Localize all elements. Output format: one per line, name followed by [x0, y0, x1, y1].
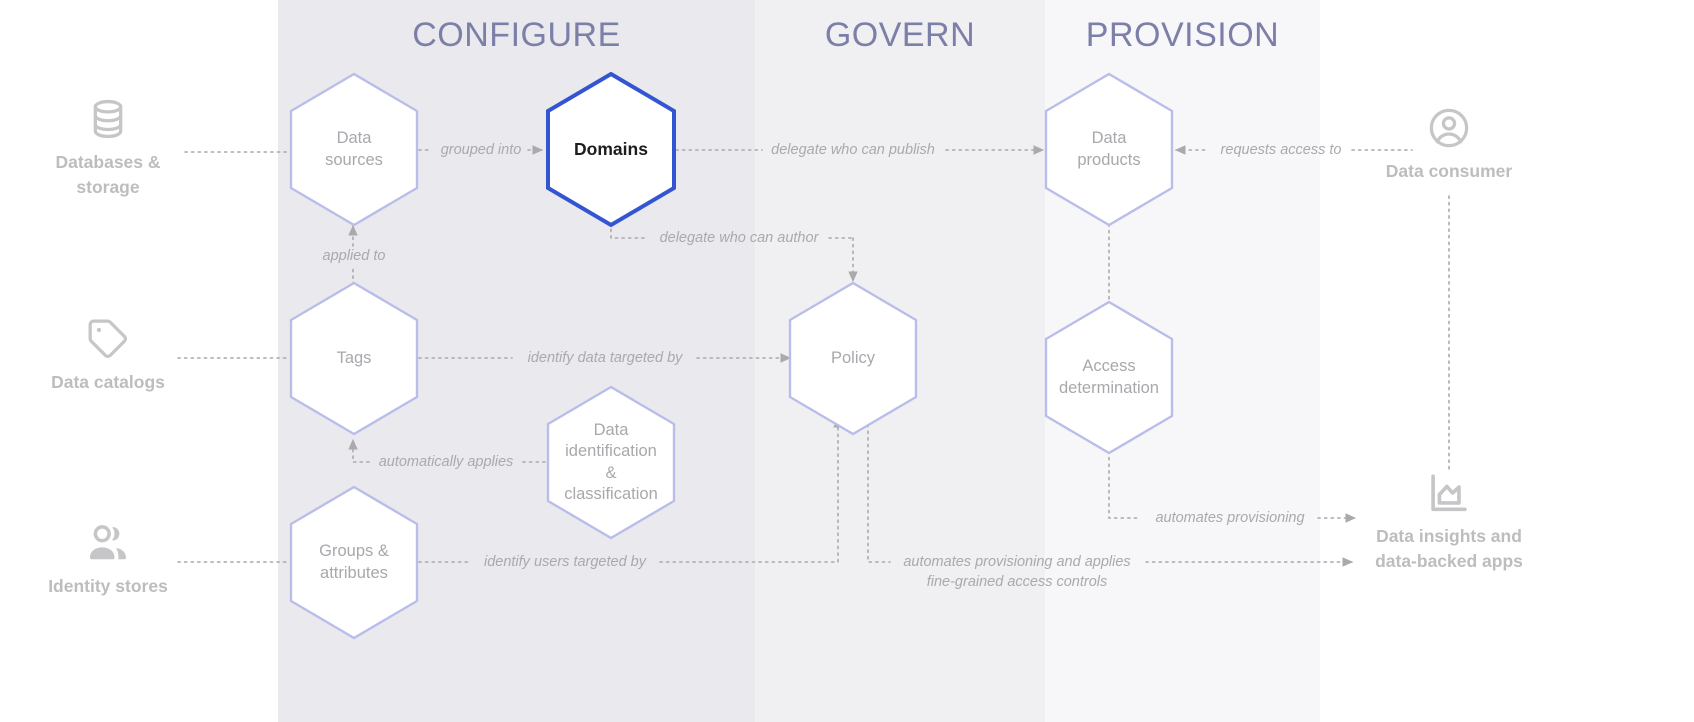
edge-label-delegate-publish: delegate who can publish: [771, 142, 935, 158]
node-label: Groups & attributes: [319, 542, 389, 582]
node-data-sources[interactable]: Data sources: [289, 72, 419, 227]
edge-label-grouped-into: grouped into: [440, 142, 522, 158]
node-label: Data identification & classification: [564, 421, 658, 503]
phase-title-configure: CONFIGURE: [412, 16, 621, 54]
phase-title-provision: PROVISION: [1085, 16, 1280, 54]
node-groups-attributes[interactable]: Groups & attributes: [289, 485, 419, 640]
endpoint-identity-stores[interactable]: Identity stores: [0, 520, 218, 599]
user-circle-icon: [1429, 108, 1469, 148]
endpoint-label: Data catalogs: [51, 372, 165, 392]
edge-label-requests-access: requests access to: [1220, 142, 1342, 158]
endpoint-databases-storage[interactable]: Databases & storage: [0, 96, 218, 201]
hexagon-shape: [546, 385, 676, 540]
users-icon: [89, 525, 127, 560]
edge-label-automatically-applies: automatically applies: [378, 454, 514, 470]
node-label: Data sources: [325, 129, 383, 169]
endpoint-data-catalogs[interactable]: Data catalogs: [0, 316, 218, 395]
edge-label-automates-fine-grained: automates provisioning and applies fine-…: [903, 554, 1131, 590]
edge-label-identify-users: identify users targeted by: [483, 554, 646, 570]
tag-icon: [88, 319, 128, 359]
chart-area-icon: [1431, 474, 1467, 512]
hexagon-shape: [1044, 72, 1174, 227]
hexagon-shape: [289, 281, 419, 436]
edge-label-delegate-author: delegate who can author: [659, 230, 819, 246]
endpoint-label: Data insights and data-backed apps: [1375, 526, 1523, 572]
node-data-identification-classification[interactable]: Data identification & classification: [546, 385, 676, 540]
endpoint-label: Data consumer: [1385, 161, 1513, 181]
node-data-products[interactable]: Data products: [1044, 72, 1174, 227]
node-tags[interactable]: Tags: [289, 281, 419, 436]
node-label: Data products: [1077, 129, 1141, 169]
edge-label-automates-provisioning: automates provisioning: [1155, 510, 1305, 526]
endpoint-data-insights[interactable]: Data insights and data-backed apps: [1339, 470, 1559, 575]
node-label: Access determination: [1059, 357, 1159, 397]
node-domains[interactable]: Domains: [546, 72, 676, 227]
hexagon-shape: [289, 485, 419, 640]
edge-label-identify-data: identify data targeted by: [527, 350, 683, 366]
hexagon-shape: [546, 72, 676, 227]
hexagon-shape: [289, 72, 419, 227]
endpoint-label: Databases & storage: [55, 152, 161, 198]
node-label: Domains: [574, 139, 648, 160]
node-label: Policy: [830, 348, 875, 367]
hexagon-shape: [1044, 300, 1174, 455]
node-policy[interactable]: Policy: [788, 281, 918, 436]
database-icon: [93, 99, 123, 139]
node-access-determination[interactable]: Access determination: [1044, 300, 1174, 455]
endpoint-data-consumer[interactable]: Data consumer: [1339, 105, 1559, 184]
node-label: Tags: [336, 348, 372, 367]
edge-label-applied-to: applied to: [322, 248, 386, 264]
phase-title-govern: GOVERN: [824, 16, 976, 54]
endpoint-label: Identity stores: [48, 576, 168, 596]
hexagon-shape: [788, 281, 918, 436]
